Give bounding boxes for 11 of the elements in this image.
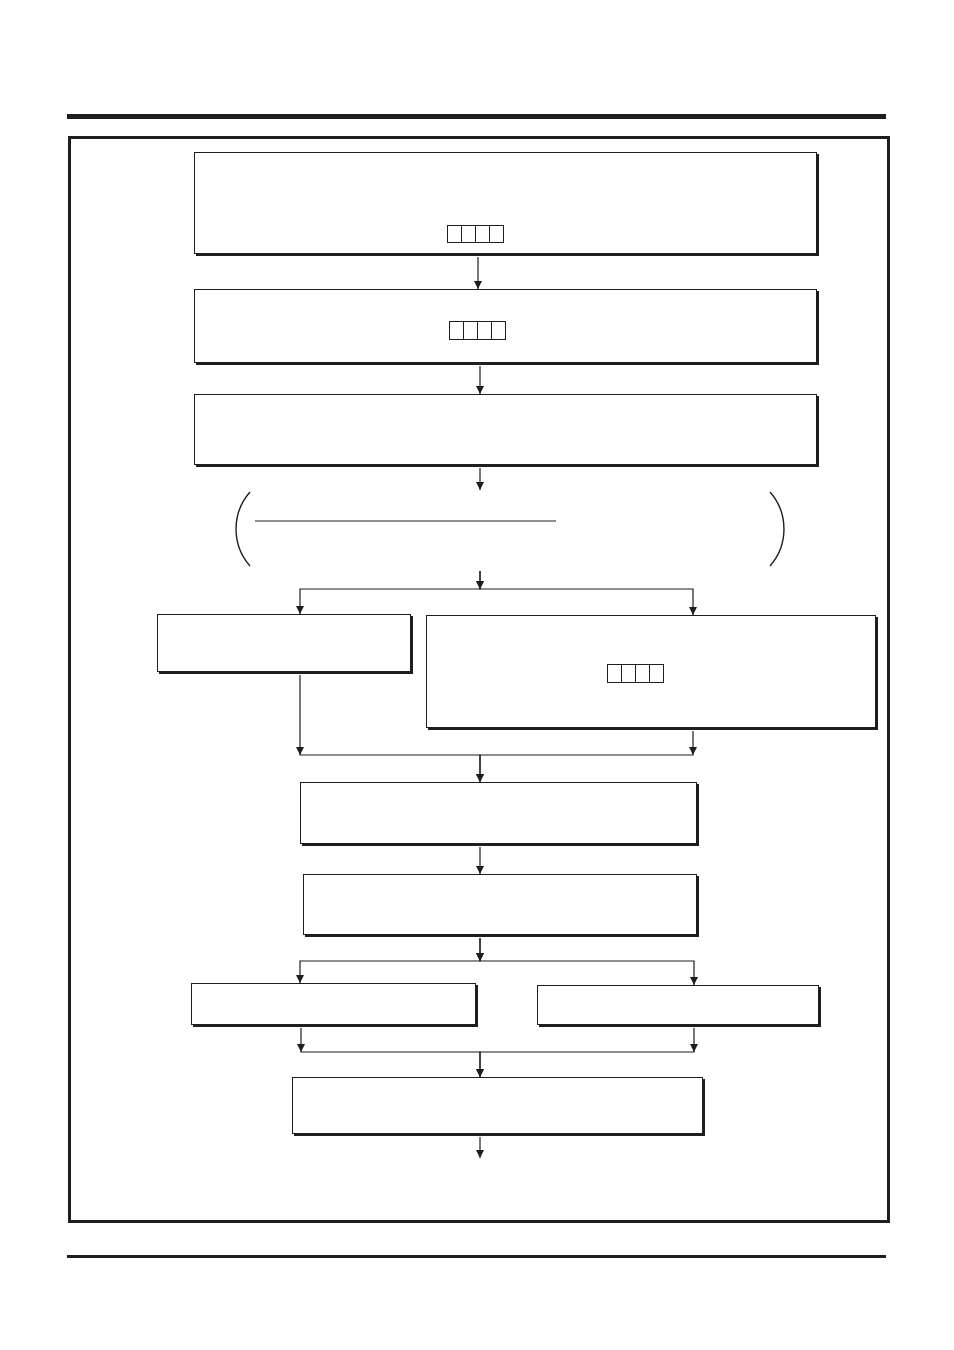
process-box xyxy=(194,152,817,254)
process-box xyxy=(303,874,697,935)
process-box xyxy=(194,289,817,363)
process-box xyxy=(292,1077,703,1134)
process-box xyxy=(191,983,476,1025)
process-box xyxy=(426,615,876,728)
bracket-drawing xyxy=(232,490,787,568)
process-box xyxy=(300,782,697,844)
process-box xyxy=(537,985,819,1025)
process-box xyxy=(157,614,411,672)
process-box xyxy=(194,394,817,465)
